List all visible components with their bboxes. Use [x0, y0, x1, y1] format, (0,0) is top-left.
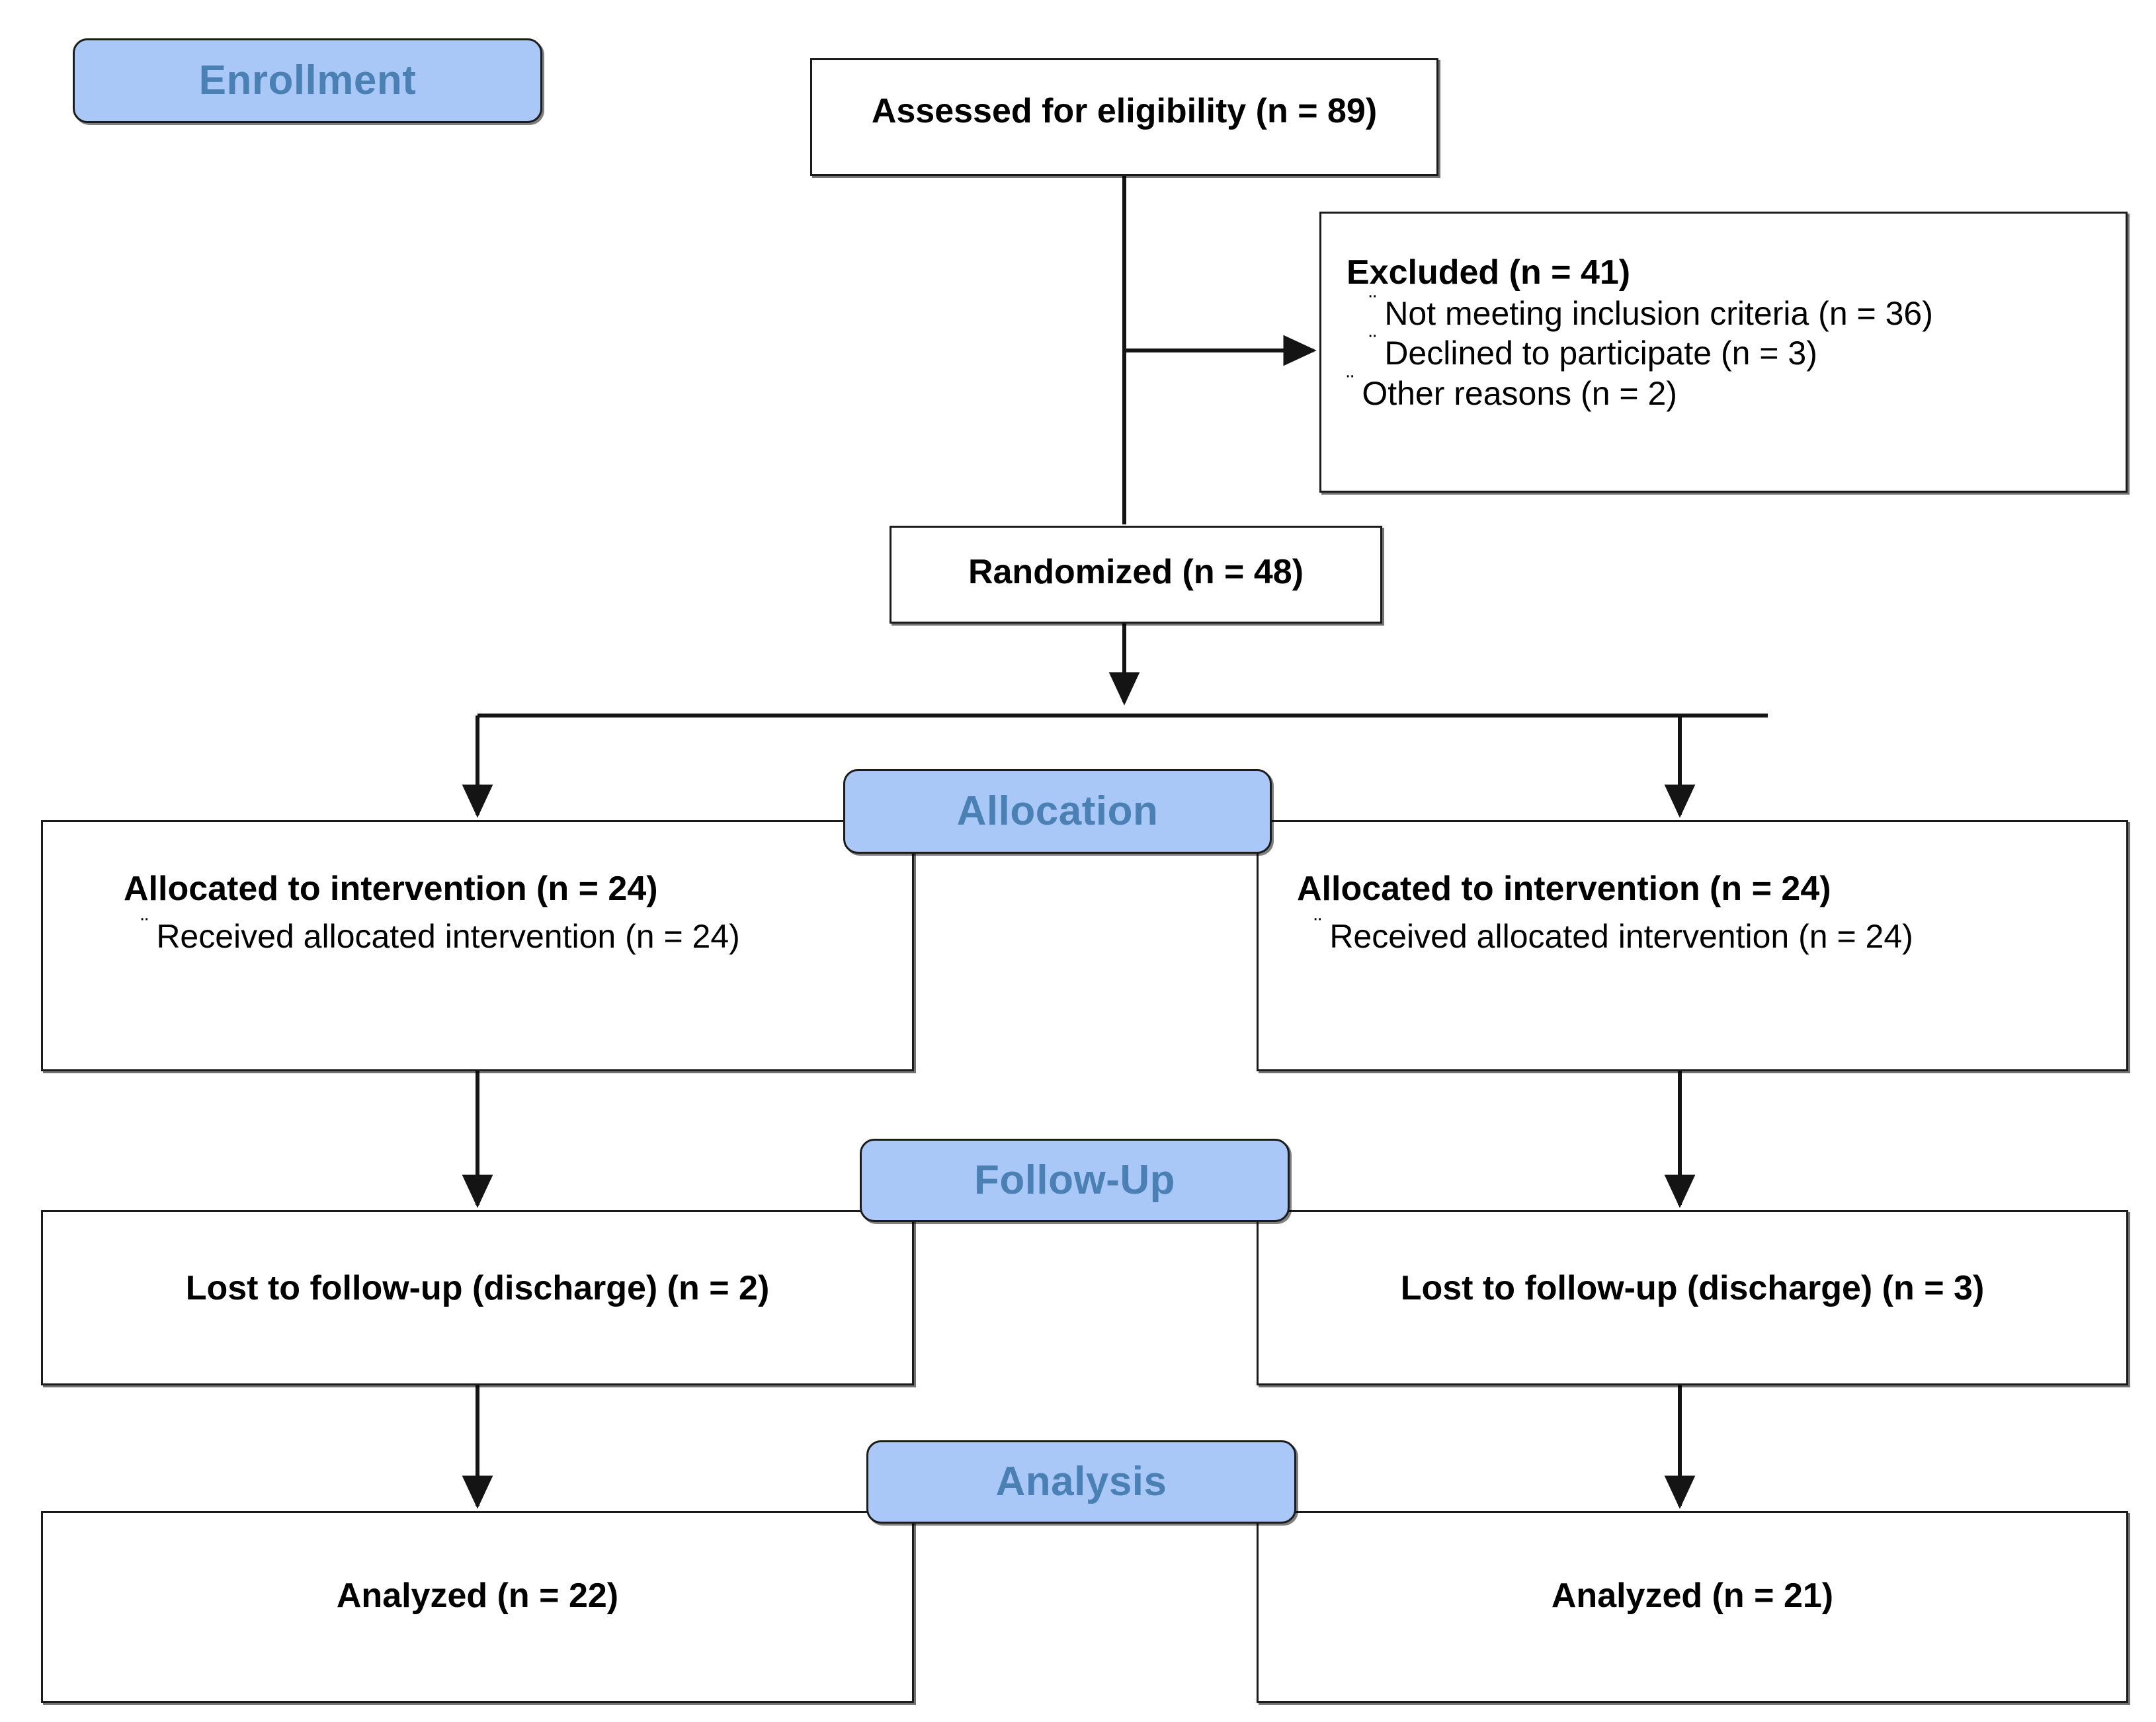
- node-analysis-right: Analyzed (n = 21): [1257, 1511, 2128, 1703]
- excluded-heading: Excluded (n = 41): [1347, 253, 1631, 292]
- followup-right-text-wrap: Lost to follow-up (discharge) (n = 3): [1259, 1270, 2126, 1307]
- bullet-icon: ¨: [141, 913, 149, 939]
- bullet-icon: ¨: [1314, 913, 1322, 939]
- analysis-left-label: Analyzed (n = 22): [336, 1577, 619, 1615]
- allocation-left-heading: Allocated to intervention (n = 24): [124, 870, 658, 908]
- followup-right-label: Lost to follow-up (discharge) (n = 3): [1400, 1269, 1985, 1307]
- node-allocation-left: Allocated to intervention (n = 24) ¨ Rece…: [41, 820, 914, 1071]
- allocation-right-heading: Allocated to intervention (n = 24): [1297, 870, 1831, 908]
- stage-pill-analysis: Analysis: [866, 1440, 1296, 1524]
- stage-label-analysis: Analysis: [995, 1459, 1167, 1504]
- node-assessed-for-eligibility: Assessed for eligibility (n = 89): [810, 58, 1438, 176]
- excluded-reason-row: ¨ Other reasons (n = 2): [1347, 372, 1933, 412]
- node-analysis-left: Analyzed (n = 22): [41, 1511, 914, 1703]
- excluded-reason-row: ¨ Not meeting inclusion criteria (n = 36): [1347, 292, 1933, 332]
- node-randomized: Randomized (n = 48): [890, 526, 1382, 624]
- stage-label-allocation: Allocation: [956, 788, 1159, 834]
- node-excluded: Excluded (n = 41) ¨ Not meeting inclusion…: [1319, 212, 2128, 493]
- assessed-label: Assessed for eligibility (n = 89): [871, 92, 1378, 130]
- stage-label-followup: Follow-Up: [974, 1157, 1176, 1203]
- allocation-right-detail-row: ¨ Received allocated intervention (n = 24…: [1297, 915, 1913, 955]
- analysis-left-text-wrap: Analyzed (n = 22): [43, 1578, 912, 1614]
- bullet-icon: ¨: [1347, 370, 1354, 396]
- node-followup-right: Lost to follow-up (discharge) (n = 3): [1257, 1210, 2128, 1385]
- excluded-reason-label: Not meeting inclusion criteria (n = 36): [1384, 294, 1933, 332]
- bullet-icon: ¨: [1369, 331, 1377, 356]
- stage-label-enrollment: Enrollment: [198, 58, 417, 103]
- allocation-right-detail: Received allocated intervention (n = 24): [1329, 917, 1913, 955]
- allocation-left-detail: Received allocated intervention (n = 24): [156, 917, 740, 955]
- assessed-text-wrap: Assessed for eligibility (n = 89): [812, 93, 1436, 130]
- randomized-text-wrap: Randomized (n = 48): [891, 554, 1380, 591]
- allocation-left-body: Allocated to intervention (n = 24) ¨ Rece…: [124, 871, 740, 954]
- stage-pill-allocation: Allocation: [843, 769, 1272, 854]
- allocation-left-detail-row: ¨ Received allocated intervention (n = 24…: [124, 915, 740, 955]
- allocation-right-body: Allocated to intervention (n = 24) ¨ Rece…: [1297, 871, 1913, 954]
- stage-pill-enrollment: Enrollment: [73, 38, 542, 123]
- node-followup-left: Lost to follow-up (discharge) (n = 2): [41, 1210, 914, 1385]
- analysis-right-text-wrap: Analyzed (n = 21): [1259, 1578, 2126, 1614]
- excluded-reason-label: Declined to participate (n = 3): [1384, 335, 1817, 372]
- randomized-label: Randomized (n = 48): [968, 553, 1304, 591]
- bullet-icon: ¨: [1369, 290, 1377, 316]
- excluded-reason-row: ¨ Declined to participate (n = 3): [1347, 331, 1933, 372]
- stage-pill-followup: Follow-Up: [860, 1139, 1290, 1222]
- node-allocation-right: Allocated to intervention (n = 24) ¨ Rece…: [1257, 820, 2128, 1071]
- analysis-right-label: Analyzed (n = 21): [1551, 1577, 1834, 1615]
- excluded-body: Excluded (n = 41) ¨ Not meeting inclusion…: [1347, 255, 1933, 411]
- excluded-reason-label: Other reasons (n = 2): [1362, 374, 1677, 412]
- followup-left-label: Lost to follow-up (discharge) (n = 2): [185, 1269, 770, 1307]
- followup-left-text-wrap: Lost to follow-up (discharge) (n = 2): [43, 1270, 912, 1307]
